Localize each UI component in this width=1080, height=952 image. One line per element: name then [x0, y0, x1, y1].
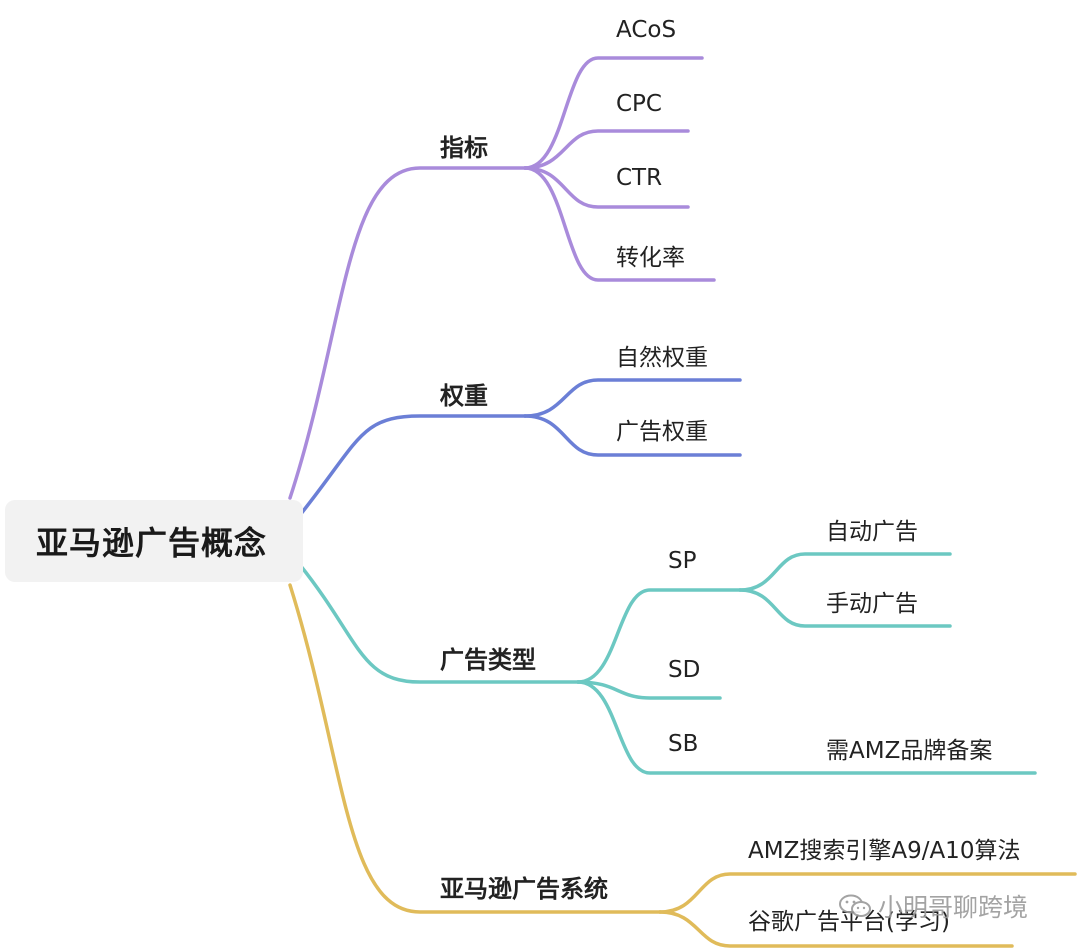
node-sd[interactable]: SD	[668, 657, 701, 683]
branch-ad-system[interactable]: 亚马逊广告系统	[440, 875, 608, 903]
edge-sp-child-1	[738, 588, 952, 628]
node-conversion-rate[interactable]: 转化率	[616, 245, 685, 271]
node-brand-registry[interactable]: 需AMZ品牌备案	[826, 738, 993, 764]
edge-weight-child-1	[523, 414, 742, 457]
branch-weight[interactable]: 权重	[440, 382, 488, 410]
edge-root-weight	[298, 414, 527, 517]
root-node-label: 亚马逊广告概念	[36, 524, 268, 562]
watermark: 小明哥聊跨境	[838, 888, 1028, 924]
edge-root-adtypes	[298, 563, 580, 684]
node-natural-weight[interactable]: 自然权重	[616, 345, 708, 371]
edge-metrics-child-1	[523, 129, 690, 170]
edge-weight-child-0	[523, 378, 742, 418]
edge-root-metrics	[288, 166, 527, 500]
node-ctr[interactable]: CTR	[616, 165, 663, 191]
node-ad-weight[interactable]: 广告权重	[616, 419, 708, 445]
branch-ad-types[interactable]: 广告类型	[440, 646, 536, 674]
node-sb[interactable]: SB	[668, 731, 699, 757]
node-search-algorithm[interactable]: AMZ搜索引擎A9/A10算法	[748, 838, 1021, 864]
edge-metrics-child-0	[523, 56, 704, 170]
node-sp[interactable]: SP	[668, 548, 697, 574]
edge-metrics-child-2	[523, 166, 690, 209]
wechat-icon	[839, 894, 871, 917]
watermark-text: 小明哥聊跨境	[878, 893, 1029, 922]
edge-sp-child-0	[738, 552, 952, 592]
branch-metrics[interactable]: 指标	[440, 134, 488, 162]
node-auto-ads[interactable]: 自动广告	[826, 519, 918, 545]
node-acos[interactable]: ACoS	[616, 17, 677, 43]
edge-adtypes-sb	[576, 680, 1037, 775]
edge-root-adsystem	[288, 583, 662, 914]
edge-adtypes-sd	[576, 680, 722, 700]
node-cpc[interactable]: CPC	[616, 91, 662, 117]
node-manual-ads[interactable]: 手动广告	[826, 591, 918, 617]
edge-adsystem-child-0	[658, 872, 1077, 914]
edge-metrics-child-3	[523, 166, 716, 282]
edge-adtypes-sp	[576, 588, 742, 684]
root-node[interactable]	[5, 500, 303, 582]
edge-adsystem-child-1	[658, 910, 1014, 948]
